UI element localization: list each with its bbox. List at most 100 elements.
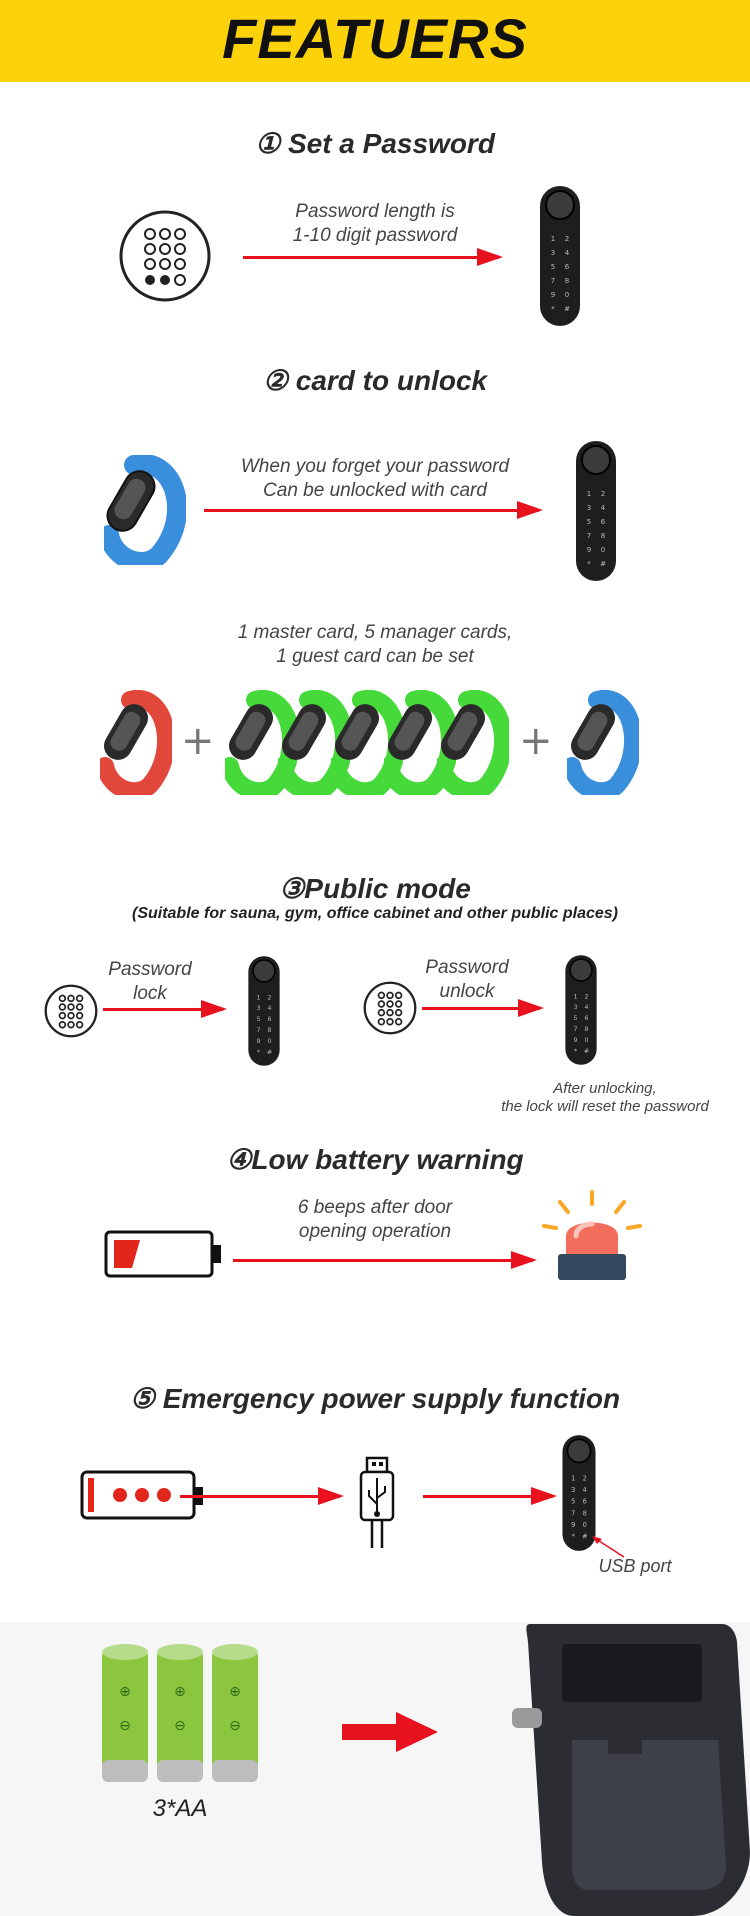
section3-title: ③Public mode [279,873,471,904]
after-unlock-line1: After unlocking, [553,1080,657,1097]
svg-text:⊕: ⊕ [229,1684,241,1700]
svg-text:9: 9 [587,546,591,554]
section1-title: ① Set a Password [255,128,495,159]
svg-text:9: 9 [551,291,555,299]
svg-text:#: # [267,1049,272,1056]
page-title: FEATUERS [222,7,528,70]
aa-battery-icon: ⊕ ⊖ [100,1640,150,1788]
section2-arrow [204,501,543,519]
svg-text:6: 6 [565,263,570,271]
master-card-band [100,690,172,795]
svg-text:*: * [587,560,591,568]
svg-text:⊖: ⊖ [229,1718,241,1734]
svg-text:2: 2 [267,994,271,1001]
cards-note-line2: 1 guest card can be set [276,646,474,667]
svg-text:0: 0 [601,546,605,554]
plus-sign: + [519,718,553,764]
svg-text:7: 7 [574,1026,578,1033]
svg-text:*: * [551,305,555,313]
section4-arrow [233,1251,537,1269]
password-lock-line2: lock [133,983,167,1004]
svg-text:7: 7 [551,277,555,285]
usb-to-lock-arrow [423,1487,557,1505]
svg-text:*: * [257,1049,260,1056]
section3-subtitle: (Suitable for sauna, gym, office cabinet… [131,905,619,922]
password-unlock-line1: Password [425,957,509,978]
svg-text:1: 1 [574,993,578,1000]
svg-text:3: 3 [571,1486,575,1494]
svg-text:7: 7 [587,532,591,540]
svg-text:#: # [600,560,606,568]
svg-text:9: 9 [571,1521,575,1529]
keypad-icon [44,984,98,1038]
svg-text:⊖: ⊖ [174,1718,186,1734]
svg-text:1: 1 [257,994,261,1001]
section4-note-line2: opening operation [298,1221,452,1242]
smart-band-icon [104,455,186,565]
svg-text:6: 6 [601,518,606,526]
password-unlock-arrow [422,999,544,1017]
svg-text:7: 7 [257,1027,261,1034]
svg-text:1: 1 [571,1475,575,1483]
svg-text:6: 6 [583,1498,587,1506]
svg-text:5: 5 [587,518,591,526]
svg-text:3: 3 [587,504,591,512]
svg-text:0: 0 [565,291,569,299]
svg-text:5: 5 [551,263,555,271]
svg-text:8: 8 [267,1027,271,1034]
svg-text:⊕: ⊕ [119,1684,131,1700]
svg-text:0: 0 [584,1037,588,1044]
svg-text:⊕: ⊕ [174,1684,186,1700]
svg-text:1: 1 [551,235,555,243]
battery-to-usb-arrow [180,1487,344,1505]
guest-card-band [567,690,639,795]
svg-text:7: 7 [571,1509,575,1517]
svg-text:2: 2 [584,993,588,1000]
section2-title: ② card to unlock [262,365,488,396]
keypad-icon [363,981,417,1035]
svg-text:2: 2 [565,235,569,243]
svg-text:8: 8 [601,532,605,540]
section1-note-line1: Password length is [295,201,455,222]
svg-text:4: 4 [565,249,570,257]
svg-text:4: 4 [267,1005,271,1012]
keypad-icon [118,209,212,303]
svg-text:0: 0 [267,1038,271,1045]
low-battery-icon [104,1230,224,1278]
svg-text:3: 3 [257,1005,261,1012]
svg-text:#: # [564,305,570,313]
svg-text:3: 3 [574,1004,578,1011]
svg-text:9: 9 [257,1038,261,1045]
section2-note-line1: When you forget your password [240,456,510,477]
svg-text:1: 1 [587,490,591,498]
section4-note-line1: 6 beeps after door [297,1197,453,1218]
svg-text:2: 2 [601,490,605,498]
svg-text:4: 4 [584,1004,588,1011]
svg-text:*: * [572,1532,576,1540]
section5-title: ⑤ Emergency power supply function [129,1383,621,1414]
svg-text:8: 8 [584,1026,588,1033]
svg-text:5: 5 [574,1015,578,1022]
lock-device-icon: 1 2 3 4 5 6 7 8 9 0 * # [573,438,619,584]
aa-battery-icon: ⊕ ⊖ [210,1640,260,1788]
aa-battery-icon: ⊕ ⊖ [155,1640,205,1788]
battery-label: 3*AA [152,1795,208,1822]
section1-arrow [243,248,503,266]
svg-text:4: 4 [601,504,606,512]
lock-back-compartment [512,1622,750,1916]
plus-sign: + [181,718,215,764]
low-battery-icon [80,1470,206,1522]
section1-note-line2: 1-10 digit password [292,225,458,246]
password-lock-line1: Password [108,959,192,980]
svg-text:2: 2 [583,1475,587,1483]
svg-text:⊖: ⊖ [119,1718,131,1734]
svg-text:9: 9 [574,1037,578,1044]
svg-text:#: # [584,1048,589,1055]
section4-title: ④Low battery warning [226,1144,524,1175]
svg-text:8: 8 [583,1509,587,1517]
svg-text:*: * [574,1048,577,1055]
